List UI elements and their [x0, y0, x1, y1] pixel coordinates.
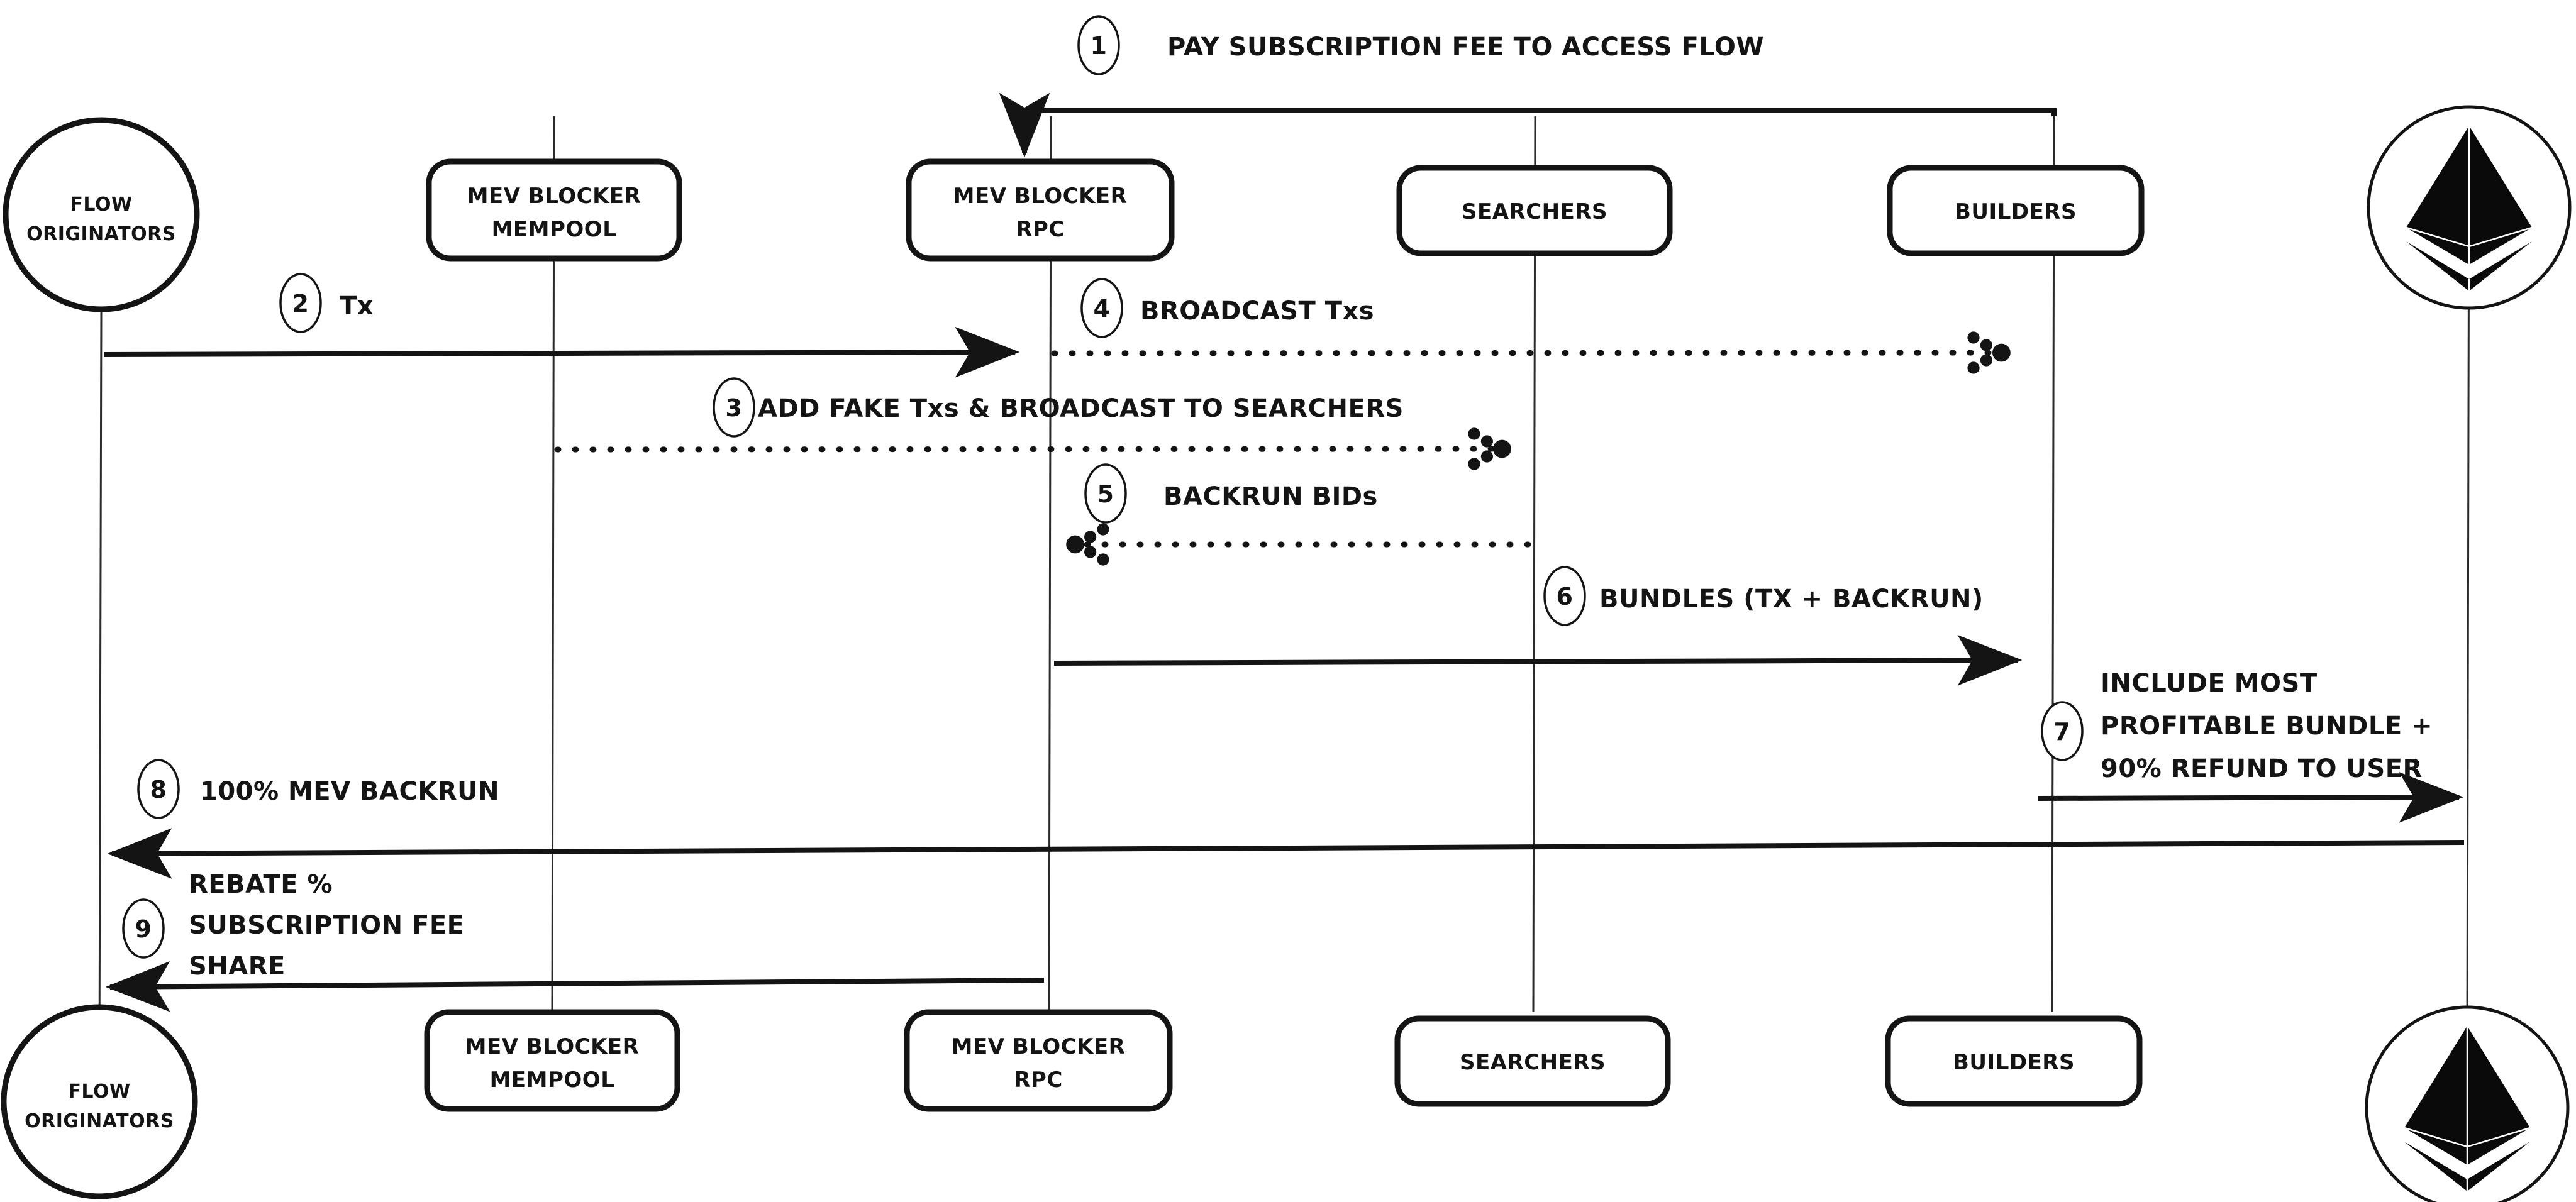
- step-label: Tx: [340, 292, 374, 321]
- message-7-include-most-profitable-bundle[interactable]: 7 INCLUDE MOST PROFITABLE BUNDLE + 90% R…: [2037, 669, 2464, 823]
- actor-searchers-top[interactable]: SEARCHERS: [1396, 165, 1673, 256]
- actor-ethereum-bottom[interactable]: [2365, 1005, 2570, 1202]
- actor-box: [904, 1009, 1173, 1112]
- lifeline-mev-blocker-rpc: [1048, 116, 1052, 1013]
- step-badge-9: 9: [122, 898, 165, 959]
- step-label-line1: REBATE %: [189, 870, 333, 899]
- message-2-tx[interactable]: 2 Tx: [104, 273, 1020, 378]
- step-badge-2: 2: [279, 273, 322, 333]
- step-number: 9: [135, 915, 152, 943]
- actor-mev-blocker-rpc-bottom[interactable]: MEV BLOCKER RPC: [904, 1009, 1173, 1112]
- actor-label-line1: BUILDERS: [1955, 199, 2077, 224]
- actor-label-line1: MEV BLOCKER: [952, 1034, 1126, 1059]
- step-label: 100% MEV BACKRUN: [200, 777, 499, 806]
- step-badge-7: 7: [2041, 701, 2084, 761]
- message-arrow-line: [999, 92, 2057, 158]
- message-arrow-line: [105, 961, 1045, 1012]
- step-label-line2: PROFITABLE BUNDLE +: [2101, 712, 2433, 741]
- actor-box: [1885, 1015, 2143, 1107]
- actor-flow-originators-bottom[interactable]: FLOW ORIGINATORS: [1, 1004, 198, 1199]
- actor-label-line1: SEARCHERS: [1462, 199, 1607, 224]
- step-number: 1: [1091, 32, 1108, 60]
- step-number: 6: [1557, 583, 1574, 610]
- message-arrow-line: [104, 326, 1020, 378]
- actor-box: [1396, 165, 1673, 256]
- actor-builders-bottom[interactable]: BUILDERS: [1885, 1015, 2143, 1107]
- actor-label-line1: FLOW: [68, 1081, 130, 1103]
- actor-searchers-bottom[interactable]: SEARCHERS: [1394, 1015, 1671, 1107]
- lifeline-builders: [2051, 116, 2055, 1013]
- step-label-line3: 90% REFUND TO USER: [2101, 754, 2423, 783]
- actor-builders-top[interactable]: BUILDERS: [1887, 165, 2145, 256]
- ethereum-logo-icon: [2404, 1026, 2531, 1191]
- actor-circle: [1, 1004, 198, 1199]
- lifeline-flow-originators: [98, 309, 103, 1063]
- message-5-backrun-bids[interactable]: 5 BACKRUN BIDs: [1066, 463, 1531, 566]
- actor-label-line2: ORIGINATORS: [25, 1110, 174, 1132]
- actor-mev-blocker-mempool-top[interactable]: MEV BLOCKER MEMPOOL: [426, 158, 682, 262]
- message-arrow-line: [1053, 634, 2023, 686]
- actor-ethereum-top[interactable]: [2367, 105, 2572, 310]
- message-4-broadcast-txs[interactable]: 4 BROADCAST Txs: [1051, 278, 2011, 374]
- actor-label-line2: MEMPOOL: [490, 1067, 615, 1093]
- step-number: 3: [726, 394, 743, 422]
- actor-flow-originators-top[interactable]: FLOW ORIGINATORS: [3, 117, 200, 312]
- actor-label-line2: RPC: [1014, 1067, 1063, 1093]
- message-1-pay-subscription-fee[interactable]: 1 PAY SUBSCRIPTION FEE TO ACCESS FLOW: [999, 15, 2057, 158]
- actor-box: [424, 1009, 680, 1112]
- step-number: 2: [292, 290, 309, 317]
- step-label: BROADCAST Txs: [1140, 297, 1374, 326]
- message-9-rebate-subscription-fee-share[interactable]: 9 REBATE % SUBSCRIPTION FEE SHARE: [105, 870, 1045, 1012]
- step-label-line3: SHARE: [189, 952, 286, 981]
- step-badge-5: 5: [1084, 463, 1127, 524]
- step-number: 8: [150, 776, 167, 803]
- actor-mev-blocker-rpc-top[interactable]: MEV BLOCKER RPC: [906, 158, 1175, 262]
- step-label: BACKRUN BIDs: [1163, 482, 1378, 511]
- actor-label-line2: ORIGINATORS: [26, 223, 176, 245]
- actor-label-line1: MEV BLOCKER: [953, 184, 1128, 209]
- step-label-line2: SUBSCRIPTION FEE: [189, 911, 465, 940]
- step-label: BUNDLES (TX + BACKRUN): [1599, 585, 1984, 614]
- ethereum-logo-icon: [2406, 126, 2533, 291]
- step-number: 7: [2054, 718, 2071, 746]
- actor-label-line1: MEV BLOCKER: [465, 1034, 640, 1059]
- actor-label-line2: MEMPOOL: [492, 217, 617, 242]
- actor-circle: [3, 117, 200, 312]
- step-number: 5: [1097, 480, 1114, 508]
- step-label: ADD FAKE Txs & BROADCAST TO SEARCHERS: [758, 394, 1404, 423]
- step-badge-4: 4: [1080, 278, 1123, 338]
- step-label: PAY SUBSCRIPTION FEE TO ACCESS FLOW: [1167, 33, 1764, 62]
- message-8-mev-backrun[interactable]: 8 100% MEV BACKRUN: [107, 759, 2465, 879]
- step-badge-8: 8: [137, 759, 180, 819]
- step-number: 4: [1094, 295, 1111, 323]
- actor-label-line1: SEARCHERS: [1460, 1050, 1606, 1075]
- message-3-add-fake-txs[interactable]: 3 ADD FAKE Txs & BROADCAST TO SEARCHERS: [554, 377, 1511, 470]
- actor-label-line1: BUILDERS: [1953, 1050, 2075, 1075]
- step-label-line1: INCLUDE MOST: [2101, 669, 2318, 698]
- lifeline-mev-blocker-mempool: [551, 116, 555, 1013]
- message-arrow-line: [107, 828, 2465, 879]
- step-badge-6: 6: [1543, 566, 1586, 626]
- lifeline-searchers: [1532, 116, 1536, 1013]
- actor-box: [426, 158, 682, 262]
- message-arrow-line: [2037, 771, 2464, 823]
- message-6-bundles[interactable]: 6 BUNDLES (TX + BACKRUN): [1053, 566, 2023, 686]
- actor-mev-blocker-mempool-bottom[interactable]: MEV BLOCKER MEMPOOL: [424, 1009, 680, 1112]
- actor-label-line1: FLOW: [70, 194, 132, 216]
- actor-label-line1: MEV BLOCKER: [467, 184, 641, 209]
- actor-box: [906, 158, 1175, 262]
- actor-label-line2: RPC: [1016, 217, 1065, 242]
- step-badge-3: 3: [713, 377, 755, 438]
- step-badge-1: 1: [1077, 15, 1120, 75]
- actor-box: [1394, 1015, 1671, 1107]
- actor-box: [1887, 165, 2145, 256]
